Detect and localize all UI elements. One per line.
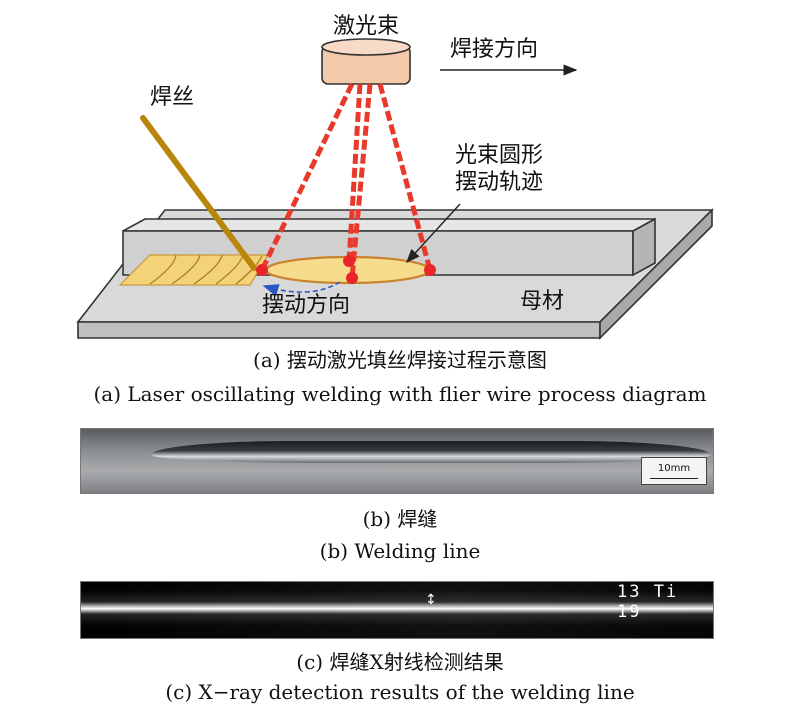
laser-head [321, 38, 411, 85]
filler-wire [140, 115, 257, 271]
trajectory-leader-arrow [406, 203, 461, 264]
caption-c-cn: (c) 焊缝X射线检测结果 [296, 650, 504, 674]
xray-code-label: 13 Ti 19 [617, 582, 679, 622]
xray-image: ↕ 13 Ti 19 [80, 581, 714, 639]
caption-b-cn: (b) 焊缝 [362, 507, 438, 531]
xray-weld-line [81, 602, 713, 614]
label-base-metal: 母材 [520, 289, 564, 314]
label-oscillation-direction: 摆动方向 [262, 293, 350, 318]
label-laser-beam: 激光束 [333, 14, 399, 39]
laser-beams [259, 82, 433, 279]
label-welding-direction: 焊接方向 [450, 37, 538, 62]
label-trajectory-line1: 光束圆形 [455, 143, 543, 168]
label-wire: 焊丝 [150, 85, 194, 110]
label-trajectory-line2: 摆动轨迹 [455, 170, 543, 195]
weld-photo: 10mm [80, 428, 714, 494]
caption-c-en: (c) X−ray detection results of the weldi… [165, 680, 635, 704]
oscillation-arrow [262, 281, 341, 297]
scale-bar [650, 478, 698, 479]
process-diagram: 激光束 焊接方向 焊丝 光束圆形 摆动轨迹 摆动方向 母材 [76, 14, 714, 340]
beam-spots [256, 255, 436, 284]
weld-seam [151, 441, 711, 463]
caption-b-en: (b) Welding line [319, 539, 481, 563]
xray-marker-icon: ↕ [425, 592, 437, 608]
scale-bar-box: 10mm [641, 457, 707, 485]
caption-a-cn: (a) 摆动激光填丝焊接过程示意图 [253, 348, 547, 372]
scale-label: 10mm [657, 463, 691, 474]
caption-a-en: (a) Laser oscillating welding with flier… [93, 382, 707, 406]
